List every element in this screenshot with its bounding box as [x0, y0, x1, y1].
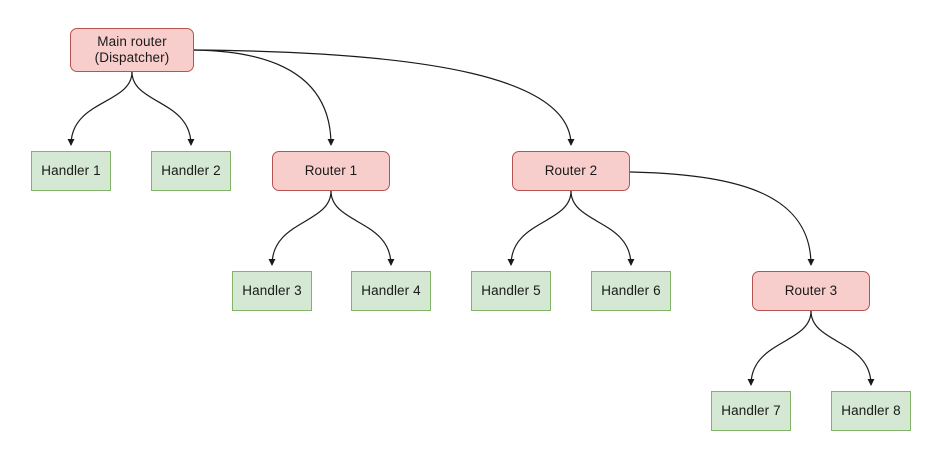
edge-main-to-router2 — [193, 49, 575, 146]
node-label-handler4: Handler 4 — [361, 282, 421, 298]
node-label-handler1: Handler 1 — [41, 162, 101, 178]
node-handler5[interactable]: Handler 5 — [471, 271, 551, 311]
node-label-handler3: Handler 3 — [242, 282, 302, 298]
edge-router3-to-handler8 — [810, 310, 875, 386]
node-handler8[interactable]: Handler 8 — [831, 391, 911, 431]
edge-router1-to-handler3 — [268, 190, 332, 266]
node-label-main: Main router (Dispatcher) — [94, 33, 170, 65]
node-label-router1: Router 1 — [304, 162, 358, 178]
edge-main-to-handler1 — [67, 71, 133, 146]
edge-main-to-router1 — [193, 49, 335, 146]
edge-main-to-handler2 — [131, 71, 195, 146]
node-label-handler6: Handler 6 — [601, 282, 661, 298]
node-label-handler7: Handler 7 — [721, 402, 781, 418]
node-label-router2: Router 2 — [544, 162, 598, 178]
edge-router3-to-handler7 — [747, 310, 812, 386]
node-handler2[interactable]: Handler 2 — [151, 151, 231, 191]
node-handler1[interactable]: Handler 1 — [31, 151, 111, 191]
node-handler4[interactable]: Handler 4 — [351, 271, 431, 311]
node-handler6[interactable]: Handler 6 — [591, 271, 671, 311]
edge-router2-to-router3 — [629, 171, 815, 266]
node-main[interactable]: Main router (Dispatcher) — [70, 28, 194, 72]
node-router3[interactable]: Router 3 — [752, 271, 870, 311]
node-router2[interactable]: Router 2 — [512, 151, 630, 191]
node-router1[interactable]: Router 1 — [272, 151, 390, 191]
node-label-router3: Router 3 — [784, 282, 838, 298]
edge-router2-to-handler5 — [507, 190, 572, 266]
node-handler7[interactable]: Handler 7 — [711, 391, 791, 431]
edge-router1-to-handler4 — [330, 190, 395, 266]
node-label-handler2: Handler 2 — [161, 162, 221, 178]
node-label-handler8: Handler 8 — [841, 402, 901, 418]
node-label-handler5: Handler 5 — [481, 282, 541, 298]
edge-router2-to-handler6 — [570, 190, 635, 266]
node-handler3[interactable]: Handler 3 — [232, 271, 312, 311]
